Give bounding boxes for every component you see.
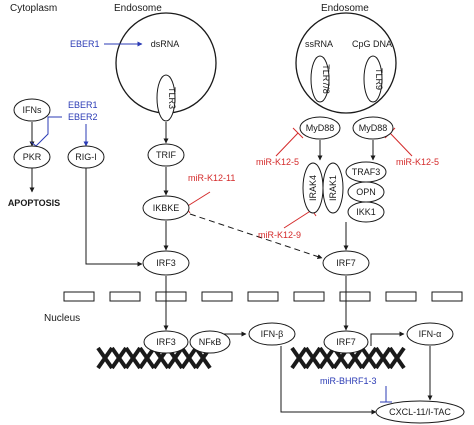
cytoplasm-label: Cytoplasm [10, 3, 57, 14]
arrow-irf7-to-ifn-alpha [370, 331, 405, 346]
apoptosis-label: APOPTOSIS [8, 198, 60, 208]
nuclear-membrane [63, 291, 463, 302]
mir-k12-5-right-label: miR-K12-5 [396, 157, 439, 167]
tlr78-node [310, 55, 330, 103]
dna-helix-right [290, 346, 406, 370]
trif-label: TRIF [156, 150, 176, 160]
arrow-ifn-beta-to-cxcl11 [280, 346, 377, 415]
endosome-left-label: Endosome [114, 3, 162, 14]
cpg-dna-label: CpG DNA [352, 39, 392, 49]
ifn-beta-label: IFN-β [261, 329, 284, 339]
eber1-side-label: EBER1 [68, 100, 98, 110]
nucleus-label: Nucleus [44, 313, 80, 324]
nfkb-node [189, 330, 231, 354]
endosome-right-circle [295, 12, 397, 114]
ifn-alpha-label: IFN-α [419, 329, 442, 339]
tlr3-node [156, 74, 176, 122]
dsrna-label: dsRNA [151, 39, 180, 49]
opn-label: OPN [356, 187, 376, 197]
inhibit-k12-9 [283, 209, 313, 229]
ifns-label: IFNs [23, 105, 42, 115]
pkr-label: PKR [23, 152, 42, 162]
irf3-nuc-label: IRF3 [156, 337, 176, 347]
irak1-label: IRAK1 [328, 175, 338, 201]
pkr-node [13, 145, 51, 169]
tlr78-label: TLR7/8 [321, 64, 331, 94]
mir-bhrf1-3-label: miR-BHRF1-3 [320, 376, 377, 386]
nfkb-label: NFκB [199, 337, 222, 347]
ssrna-label: ssRNA [305, 39, 333, 49]
inhibit-k12-5-right [389, 132, 413, 157]
irf7-nuc-node [323, 330, 369, 354]
cxcl11-node [375, 400, 465, 424]
irf7-cyto-label: IRF7 [336, 258, 356, 268]
ifn-beta-node [248, 322, 296, 346]
tlr9-node [363, 55, 383, 103]
ikk1-label: IKK1 [356, 207, 376, 217]
ikbke-to-irf7-dashed [189, 213, 323, 259]
inhibit-k12-5-left-bar [292, 127, 304, 139]
myd88-left-label: MyD88 [306, 123, 335, 133]
ifn-alpha-node [406, 322, 454, 346]
mir-k12-9-label: miR-K12-9 [258, 230, 301, 240]
ikbke-label: IKBKE [153, 203, 180, 213]
irf7-cyto-node [322, 250, 370, 276]
tlr9-label: TLR9 [374, 68, 384, 90]
endosome-right-label: Endosome [321, 3, 369, 14]
irf7-nuc-label: IRF7 [336, 337, 356, 347]
cxcl11-label: CXCL-11/I-TAC [389, 407, 451, 417]
irf3-cyto-label: IRF3 [156, 258, 176, 268]
irf3-nuc-node [143, 330, 189, 354]
dna-helix-left [96, 346, 212, 370]
rigi-node [67, 145, 105, 169]
eber2-side-label: EBER2 [68, 112, 98, 122]
irak4-label: IRAK4 [308, 175, 318, 201]
myd88-right-node [352, 116, 394, 140]
traf3-label: TRAF3 [352, 167, 381, 177]
arrow-rigi-to-irf3 [85, 167, 143, 267]
mir-k12-11-label: miR-K12-11 [188, 173, 235, 183]
myd88-left-node [299, 116, 341, 140]
irak1-node [322, 162, 344, 214]
inhibit-k12-11-to-ikbke [185, 191, 211, 208]
trif-node [147, 143, 185, 167]
ikk1-node [347, 201, 385, 223]
myd88-right-label: MyD88 [359, 123, 388, 133]
inhibit-k12-5-left [275, 132, 299, 157]
mir-k12-5-left-label: miR-K12-5 [256, 157, 299, 167]
ikbke-node [142, 195, 190, 221]
eber1-top-label: EBER1 [70, 39, 100, 49]
inhibit-eber-to-pkr [35, 116, 62, 147]
ifns-node [13, 98, 51, 122]
irf3-cyto-node [142, 250, 190, 276]
tlr3-label: TLR3 [167, 87, 177, 109]
rigi-label: RIG-I [75, 152, 97, 162]
